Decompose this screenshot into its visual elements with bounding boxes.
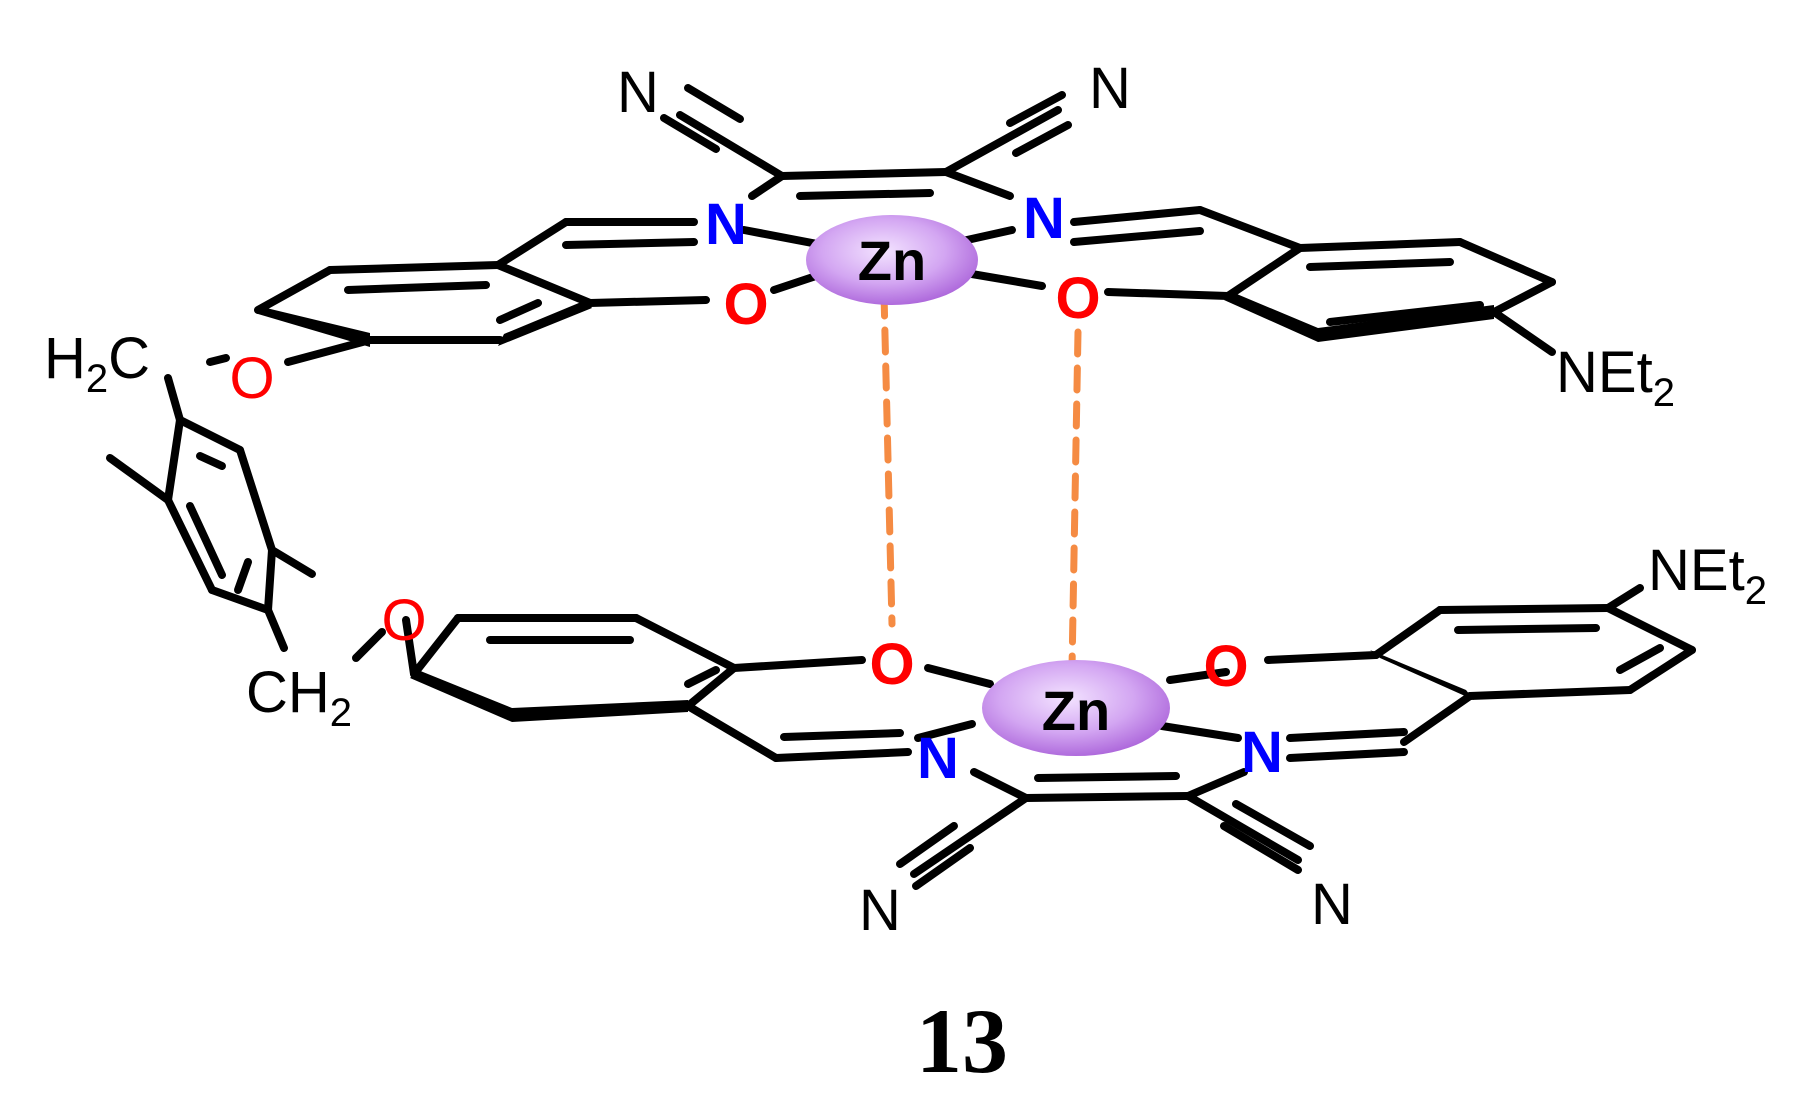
nitrile-n-top-left: N [617,60,659,125]
zn-label-bottom: Zn [1042,679,1110,742]
zn-o-interaction-right [1068,328,1082,672]
zn-center-top: Zn [806,215,978,305]
nitrile-n-bottom-right: N [1311,872,1353,937]
ether-o-top: O [229,346,274,411]
bottom-right-nitrile [1184,792,1314,874]
linker-ch2-label: CH2 [246,660,352,735]
nitrile-n-top-right: N [1089,56,1131,121]
phenolate-o-bottom-right: O [1203,634,1248,699]
compound-number: 13 [916,990,1008,1092]
nitrile-n-bottom-left: N [859,878,901,943]
bottom-right-benzene [1370,604,1696,700]
imine-n-top-right: N [1023,186,1065,251]
zn-o-interactions [880,290,1082,672]
zn-o-interaction-left [880,290,896,628]
xylyl-linker [106,354,386,662]
net2-label-top: NEt2 [1556,340,1675,415]
imine-n-bottom-right: N [1241,720,1283,785]
imine-n-bottom-left: N [917,726,959,791]
bottom-left-nitrile [896,794,1030,890]
bottom-salen-unit [402,584,1696,890]
top-left-nitrile [660,84,786,180]
top-right-benzene [1224,238,1556,342]
zn-label-top: Zn [858,229,926,292]
linker-h2c-label: H2C [44,326,150,401]
top-left-benzene [254,261,594,347]
phenolate-o-top-left: O [723,272,768,337]
zn-center-bottom: Zn [982,660,1170,756]
phenolate-o-top-right: O [1055,266,1100,331]
ether-o-bottom: O [381,588,426,653]
top-right-nitrile [942,91,1072,176]
net2-label-bottom: NEt2 [1648,538,1767,613]
bottom-left-benzene [410,614,738,722]
phenolate-o-bottom-left: O [869,632,914,697]
imine-n-top-left: N [705,192,747,257]
